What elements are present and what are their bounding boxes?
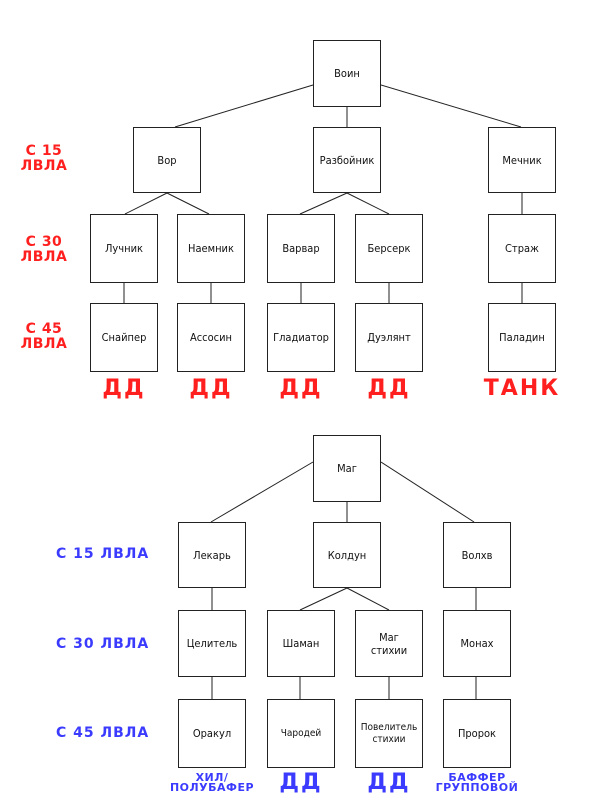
role-label-tank: ТАНК (483, 376, 561, 401)
role-label-healer: ХИЛ/ ПОЛУБАФЕР (169, 771, 255, 794)
node-varvar: Варвар (267, 214, 335, 283)
role-label-dd: ДД (279, 376, 323, 401)
role-label-buffer: БАФФЕР ГРУППОВОЙ (435, 771, 519, 794)
node-monakh: Монах (443, 610, 511, 677)
node-gladiator: Гладиатор (267, 303, 335, 372)
node-mechnik: Мечник (488, 127, 556, 193)
level-label-30: С 30 ЛВЛА (20, 234, 68, 265)
node-koldun: Колдун (313, 522, 381, 588)
node-mag-stikhii: Маг стихии (355, 610, 423, 677)
node-naemnik: Наемник (177, 214, 245, 283)
node-razboynik: Разбойник (313, 127, 381, 193)
node-paladin: Паладин (488, 303, 556, 372)
node-luchnik: Лучник (90, 214, 158, 283)
node-charodey: Чародей (267, 699, 335, 768)
node-berserk: Берсерк (355, 214, 423, 283)
node-snayper: Снайпер (90, 303, 158, 372)
node-povelitel-stikhii: Повелитель стихии (355, 699, 423, 768)
node-duelyant: Дуэлянт (355, 303, 423, 372)
level-label-45: С 45 ЛВЛА (20, 321, 68, 352)
node-orakul: Оракул (178, 699, 246, 768)
level-label-15: С 15 ЛВЛА (56, 546, 150, 562)
node-volkhv: Волхв (443, 522, 511, 588)
node-lekar: Лекарь (178, 522, 246, 588)
node-tselitel: Целитель (178, 610, 246, 677)
node-prorok: Пророк (443, 699, 511, 768)
level-label-30: С 30 ЛВЛА (56, 636, 150, 652)
level-label-45: С 45 ЛВЛА (56, 725, 150, 741)
node-shaman: Шаман (267, 610, 335, 677)
role-label-dd: ДД (367, 770, 411, 795)
role-label-dd: ДД (367, 376, 411, 401)
node-assosin: Ассосин (177, 303, 245, 372)
role-label-dd: ДД (102, 376, 146, 401)
level-label-15: С 15 ЛВЛА (20, 143, 68, 174)
role-label-dd: ДД (279, 770, 323, 795)
node-voin: Воин (313, 40, 381, 107)
node-vor: Вор (133, 127, 201, 193)
node-strazh: Страж (488, 214, 556, 283)
role-label-dd: ДД (189, 376, 233, 401)
node-mag: Маг (313, 435, 381, 502)
